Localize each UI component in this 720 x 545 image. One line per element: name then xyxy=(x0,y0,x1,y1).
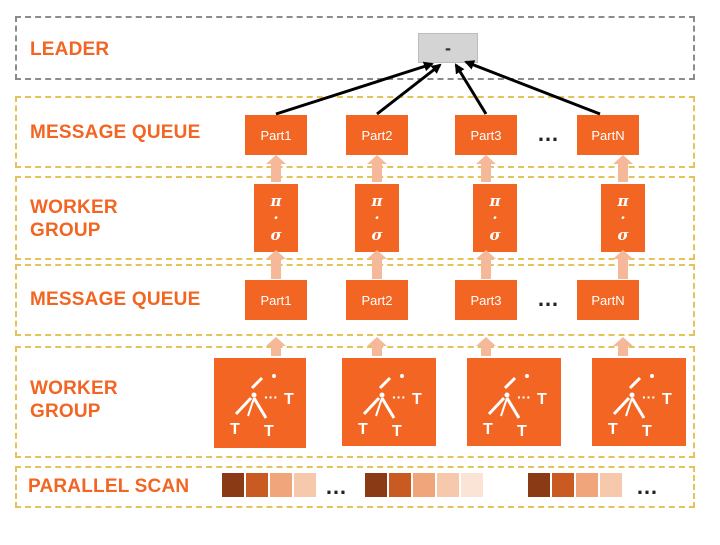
sigma-symbol: σ xyxy=(489,225,501,244)
scan-cell xyxy=(270,473,292,497)
query-tree-1 xyxy=(214,358,306,448)
worker-group-band-top xyxy=(15,176,695,260)
part-bottom-n: PartN xyxy=(577,280,639,320)
dot-symbol: · xyxy=(374,208,380,227)
operator-box-3: π · σ xyxy=(473,184,517,252)
part-bottom-2: Part2 xyxy=(346,280,408,320)
worker-group-band-bottom xyxy=(15,346,695,458)
worker-group-label-top-1: WORKER xyxy=(30,197,118,218)
scan-cell xyxy=(222,473,244,497)
leader-label: LEADER xyxy=(30,39,110,60)
dot-symbol: · xyxy=(492,208,498,227)
message-queue-band-bottom xyxy=(15,264,695,336)
scan-cell xyxy=(365,473,387,497)
part-top-2: Part2 xyxy=(346,115,408,155)
leader-node: - xyxy=(418,33,478,63)
ellipsis-bottom: … xyxy=(537,286,561,311)
pi-symbol: π xyxy=(371,191,383,210)
operator-box-1: π · σ xyxy=(254,184,298,252)
dot-symbol: · xyxy=(620,208,626,227)
scan-cell xyxy=(576,473,598,497)
parallel-scan-label: PARALLEL SCAN xyxy=(28,476,190,497)
pi-symbol: π xyxy=(617,191,629,210)
scan-cell xyxy=(246,473,268,497)
pi-symbol: π xyxy=(270,191,282,210)
scan-cell xyxy=(552,473,574,497)
part-top-1: Part1 xyxy=(245,115,307,155)
part-top-3: Part3 xyxy=(455,115,517,155)
scan-cell xyxy=(413,473,435,497)
scan-cell xyxy=(528,473,550,497)
scan-cell xyxy=(600,473,622,497)
part-bottom-3: Part3 xyxy=(455,280,517,320)
sigma-symbol: σ xyxy=(617,225,629,244)
pi-symbol: π xyxy=(489,191,501,210)
scan-cell xyxy=(437,473,459,497)
scan-cell xyxy=(461,473,483,497)
query-tree-n xyxy=(592,358,686,446)
part-top-n: PartN xyxy=(577,115,639,155)
ellipsis-scan-1: … xyxy=(325,474,349,499)
ellipsis-scan-2: … xyxy=(636,474,660,499)
worker-group-label-bottom-2: GROUP xyxy=(30,401,101,422)
message-queue-label-top: MESSAGE QUEUE xyxy=(30,122,201,143)
sigma-symbol: σ xyxy=(371,225,383,244)
scan-cell xyxy=(389,473,411,497)
query-tree-3 xyxy=(467,358,561,446)
part-bottom-1: Part1 xyxy=(245,280,307,320)
sigma-symbol: σ xyxy=(270,225,282,244)
operator-box-2: π · σ xyxy=(355,184,399,252)
query-tree-2 xyxy=(342,358,436,446)
operator-box-n: π · σ xyxy=(601,184,645,252)
worker-group-label-bottom-1: WORKER xyxy=(30,378,118,399)
parallel-scan-band xyxy=(15,466,695,508)
ellipsis-top: … xyxy=(537,121,561,146)
dot-symbol: · xyxy=(273,208,279,227)
worker-group-label-top-2: GROUP xyxy=(30,220,101,241)
message-queue-label-bottom: MESSAGE QUEUE xyxy=(30,289,201,310)
leader-band xyxy=(15,16,695,80)
scan-cell xyxy=(294,473,316,497)
